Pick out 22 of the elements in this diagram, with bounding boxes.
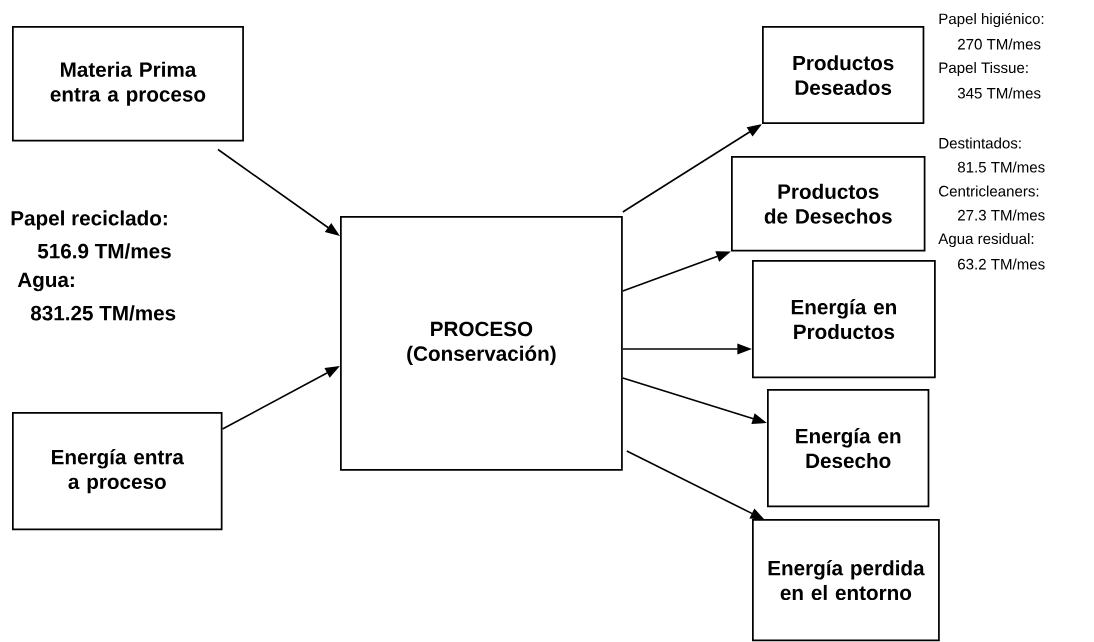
flow-value-text: 831.25 TM/mes [30, 305, 176, 321]
flow-box: Materia Prima entra a proceso [12, 26, 244, 142]
flow-value-text: 270 TM/mes [958, 38, 1041, 50]
flow-value-text: Destintados: [939, 137, 1021, 149]
flow-value-text: Agua residual: [938, 233, 1034, 247]
flow-value-text: Papel reciclado: [11, 210, 167, 230]
flow-value-text: 63.2 TM/mes [958, 258, 1045, 270]
process-box: PROCESO (Conservación) [340, 216, 623, 471]
flow-box: Energía en Desecho [767, 389, 930, 508]
flow-value-text: 81.5 TM/mes [957, 161, 1045, 173]
flow-value-text: Agua: [17, 272, 74, 292]
flow-value-text: 27.3 TM/mes [958, 209, 1045, 221]
flow-value-text: Papel higiénico: [939, 12, 1044, 28]
flow-value-text: Papel Tissue: [939, 62, 1028, 76]
flow-value-text: 516.9 TM/mes [37, 243, 171, 259]
flow-box: Energía perdida en el entorno [752, 519, 940, 642]
flow-box: Productos de Desechos [731, 156, 926, 252]
flow-value-text: 345 TM/mes [957, 87, 1041, 99]
flow-box: Productos Deseados [762, 26, 925, 125]
flow-box: Energía en Productos [752, 260, 936, 379]
flow-value-text: Centricleaners: [939, 185, 1039, 197]
flow-box: Energía entra a proceso [12, 412, 223, 531]
